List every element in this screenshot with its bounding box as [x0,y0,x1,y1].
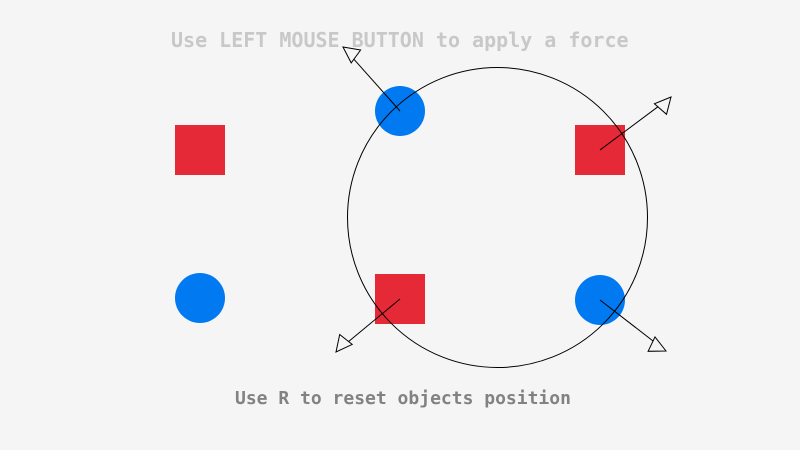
force-arrow-line-circle-top-center [353,58,401,112]
body-circle-bottom-left[interactable] [175,273,225,323]
force-arrow-head-square-top-right [653,96,672,116]
force-arrow-head-square-bottom-center [335,333,354,353]
body-square-top-left[interactable] [175,125,225,175]
hint-reset-text: Use R to reset objects position [235,388,571,409]
force-arrow-head-circle-bottom-right [647,335,668,352]
force-arrow-line-circle-bottom-right [599,299,654,342]
force-arrow-line-square-bottom-center [348,298,401,343]
hint-apply-force-text: Use LEFT MOUSE BUTTON to apply a force [171,28,629,52]
force-arrow-line-square-top-right [599,106,659,151]
force-arrow-head-circle-top-center [342,46,362,64]
boundary-circle [347,67,648,368]
